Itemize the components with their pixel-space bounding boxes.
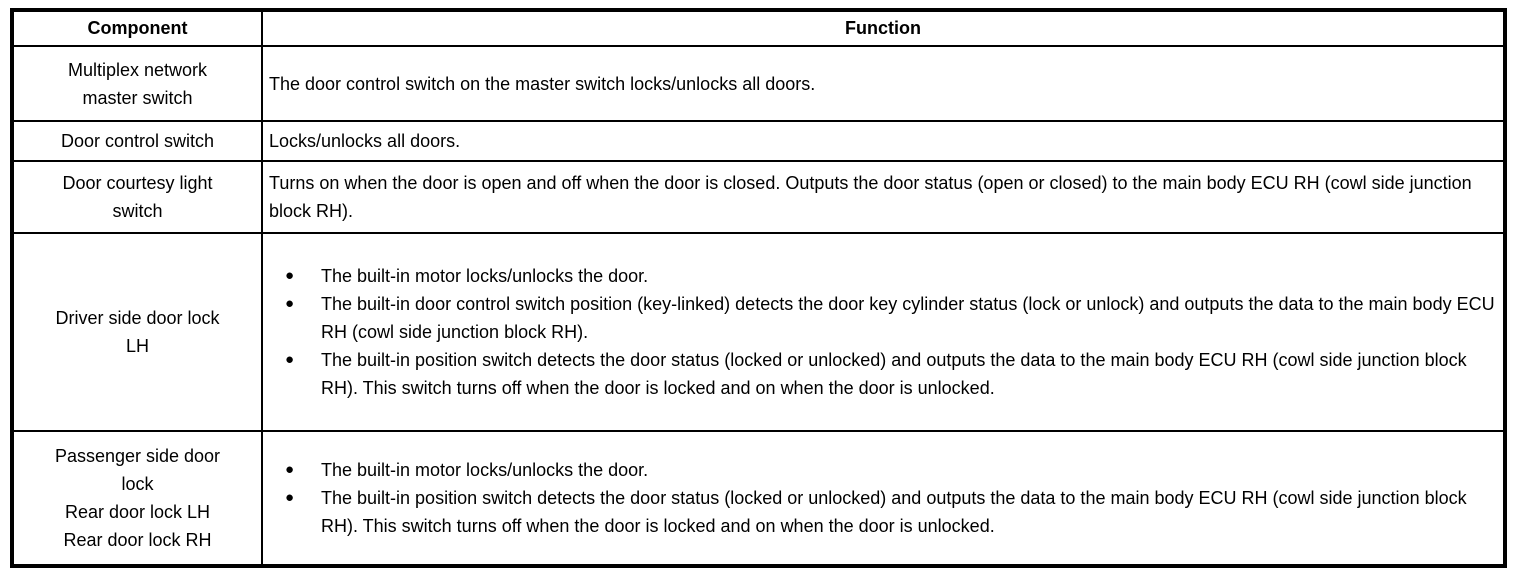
bullet-icon: ●	[285, 267, 295, 284]
bullet-icon: ●	[285, 351, 295, 368]
function-bullet-list: ● The built-in motor locks/unlocks the do…	[269, 456, 1497, 540]
table-header-row: Component Function	[11, 9, 1506, 47]
function-bullet-item: ● The built-in position switch detects th…	[285, 484, 1497, 540]
component-cell: Door control switch	[11, 120, 263, 162]
table-row: Door control switch Locks/unlocks all doo…	[11, 120, 1506, 162]
bullet-icon: ●	[285, 295, 295, 312]
column-header-component: Component	[11, 9, 263, 47]
table-row: Passenger side door lock Rear door lock …	[11, 430, 1506, 567]
component-cell: Passenger side door lock Rear door lock …	[11, 430, 263, 567]
component-cell: Door courtesy light switch	[11, 160, 263, 234]
function-bullet-list: ● The built-in motor locks/unlocks the do…	[269, 262, 1497, 402]
table-body: Multiplex network master switch The door …	[11, 45, 1506, 567]
function-cell: Locks/unlocks all doors.	[261, 120, 1506, 162]
bullet-icon: ●	[285, 461, 295, 478]
component-cell: Multiplex network master switch	[11, 45, 263, 122]
function-cell: Turns on when the door is open and off w…	[261, 160, 1506, 234]
column-header-function: Function	[261, 9, 1506, 47]
table-row: Multiplex network master switch The door …	[11, 45, 1506, 122]
function-cell: ● The built-in motor locks/unlocks the do…	[261, 232, 1506, 432]
function-cell: The door control switch on the master sw…	[261, 45, 1506, 122]
function-bullet-text: The built-in motor locks/unlocks the doo…	[321, 460, 649, 480]
component-cell: Driver side door lock LH	[11, 232, 263, 432]
function-text: Turns on when the door is open and off w…	[269, 173, 1472, 221]
function-text: The door control switch on the master sw…	[269, 73, 816, 94]
function-bullet-text: The built-in position switch detects the…	[321, 488, 1467, 536]
function-bullet-item: ● The built-in motor locks/unlocks the do…	[285, 456, 1497, 484]
function-text: Locks/unlocks all doors.	[269, 131, 461, 151]
function-bullet-item: ● The built-in motor locks/unlocks the do…	[285, 262, 1497, 290]
table-row: Driver side door lock LH ● The built-in mo…	[11, 232, 1506, 432]
function-bullet-text: The built-in position switch detects the…	[321, 350, 1467, 398]
function-bullet-text: The built-in motor locks/unlocks the doo…	[321, 266, 649, 286]
function-bullet-item: ● The built-in position switch detects th…	[285, 346, 1497, 402]
component-function-table: Component Function Multiplex network mas…	[10, 8, 1507, 568]
function-bullet-text: The built-in door control switch positio…	[321, 294, 1495, 342]
function-cell: ● The built-in motor locks/unlocks the do…	[261, 430, 1506, 567]
function-bullet-item: ● The built-in door control switch positi…	[285, 290, 1497, 346]
bullet-icon: ●	[285, 489, 295, 506]
